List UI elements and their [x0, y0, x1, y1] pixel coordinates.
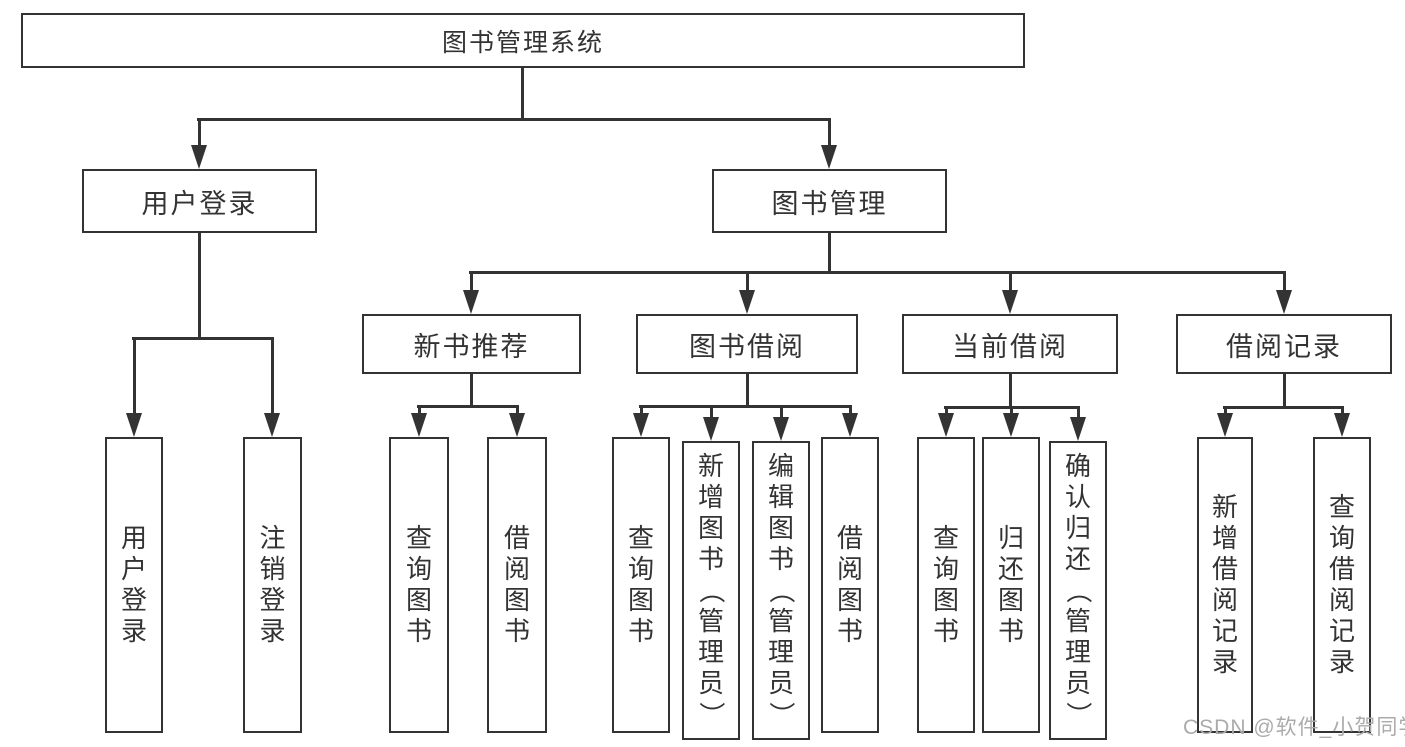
- leaf-confirm-return-admin-label: 确认归还（管理员）: [1063, 451, 1094, 728]
- connector-level1-branch: [197, 118, 831, 121]
- connector-to-borrowing-records: [1283, 271, 1286, 291]
- leaf-query-books-label: 查询图书: [405, 523, 432, 646]
- connector-to-leaf-logout: [271, 337, 274, 413]
- arrow-head-leaf-logout: [264, 413, 280, 437]
- connector-to-leaf-query-books-3: [945, 406, 948, 414]
- leaf-query-borrow-record-label: 查询借阅记录: [1328, 492, 1355, 677]
- connector-user-login-stem: [198, 233, 201, 337]
- node-current-borrowing: 当前借阅: [902, 314, 1118, 374]
- connector-new-book-stem: [470, 374, 473, 405]
- arrow-head-borrowing-records: [1276, 290, 1292, 314]
- leaf-logout-label: 注销登录: [259, 523, 286, 646]
- arrow-head-leaf-query-borrow-record: [1334, 413, 1350, 437]
- leaf-confirm-return-admin: 确认归还（管理员）: [1049, 441, 1107, 740]
- connector-to-leaf-user-login: [133, 337, 136, 413]
- connector-book-borrowing-branch: [639, 405, 852, 408]
- leaf-query-borrow-record: 查询借阅记录: [1313, 437, 1371, 733]
- leaf-edit-books-admin-label: 编辑图书（管理员）: [766, 451, 797, 728]
- arrow-head-leaf-edit-books: [773, 417, 789, 441]
- csdn-watermark: CSDN @软件_小贺同学: [1183, 716, 1405, 739]
- leaf-return-books-label: 归还图书: [997, 523, 1024, 646]
- arrow-head-leaf-user-login: [126, 413, 142, 437]
- node-book-management: 图书管理: [712, 169, 947, 233]
- connector-to-user-login: [198, 118, 201, 146]
- connector-to-leaf-confirm-return: [1077, 406, 1080, 417]
- connector-to-leaf-add-books: [710, 405, 713, 417]
- leaf-user-login-label: 用户登录: [120, 523, 147, 646]
- leaf-query-books-3: 查询图书: [917, 437, 975, 733]
- connector-borrowing-records-stem: [1283, 374, 1286, 406]
- node-user-login: 用户登录: [82, 169, 317, 233]
- leaf-query-books: 查询图书: [389, 437, 449, 733]
- leaf-user-login: 用户登录: [105, 437, 163, 733]
- node-book-borrowing: 图书借阅: [636, 314, 858, 374]
- leaf-query-books-3-label: 查询图书: [932, 523, 959, 646]
- arrow-head-book-borrowing: [739, 290, 755, 314]
- connector-user-login-branch: [132, 337, 274, 340]
- connector-to-leaf-query-books-2: [640, 405, 643, 414]
- leaf-query-books-2: 查询图书: [612, 437, 670, 733]
- leaf-edit-books-admin: 编辑图书（管理员）: [752, 441, 810, 740]
- connector-to-leaf-borrow-books-2: [849, 405, 852, 414]
- connector-book-borrowing-stem: [746, 374, 749, 405]
- arrow-head-leaf-add-borrow-record: [1217, 413, 1233, 437]
- arrow-head-leaf-return-books: [1003, 413, 1019, 437]
- connector-level2-branch: [469, 271, 1286, 274]
- arrow-head-user-login: [191, 145, 207, 169]
- connector-to-book-management: [828, 118, 831, 146]
- node-new-book-recommendation: 新书推荐: [362, 314, 581, 374]
- connector-current-borrowing-stem: [1009, 374, 1012, 406]
- connector-to-leaf-query-books: [418, 405, 421, 414]
- leaf-borrow-books-label: 借阅图书: [503, 523, 530, 646]
- connector-new-book-branch: [417, 405, 519, 408]
- leaf-add-books-admin: 新增图书（管理员）: [682, 441, 740, 740]
- arrow-head-leaf-query-books-3: [938, 413, 954, 437]
- connector-to-leaf-return-books: [1010, 406, 1013, 414]
- arrow-head-leaf-borrow-books: [509, 413, 525, 437]
- arrow-head-leaf-add-books: [703, 417, 719, 441]
- connector-to-leaf-edit-books: [780, 405, 783, 417]
- leaf-add-borrow-record-label: 新增借阅记录: [1211, 492, 1238, 677]
- arrow-head-book-management: [821, 145, 837, 169]
- connector-root-stem: [521, 68, 524, 118]
- arrow-head-leaf-confirm-return: [1070, 417, 1086, 441]
- arrow-head-leaf-borrow-books-2: [842, 413, 858, 437]
- arrow-head-current-borrowing: [1002, 290, 1018, 314]
- connector-to-current-borrowing: [1009, 271, 1012, 291]
- root-node-library-management-system: 图书管理系统: [21, 13, 1025, 68]
- leaf-return-books: 归还图书: [982, 437, 1040, 733]
- leaf-borrow-books: 借阅图书: [487, 437, 547, 733]
- leaf-query-books-2-label: 查询图书: [627, 523, 654, 646]
- connector-book-management-stem: [828, 233, 831, 271]
- connector-borrowing-records-branch: [1223, 406, 1344, 409]
- leaf-add-borrow-record: 新增借阅记录: [1197, 437, 1253, 733]
- arrow-head-leaf-query-books-2: [633, 413, 649, 437]
- connector-to-leaf-add-borrow-record: [1224, 406, 1227, 414]
- connector-to-book-borrowing: [746, 271, 749, 291]
- node-borrowing-records: 借阅记录: [1176, 314, 1392, 374]
- leaf-add-books-admin-label: 新增图书（管理员）: [696, 451, 727, 728]
- connector-to-new-book-recommendation: [470, 271, 473, 291]
- leaf-borrow-books-2: 借阅图书: [821, 437, 879, 733]
- leaf-logout: 注销登录: [243, 437, 302, 733]
- arrow-head-leaf-query-books: [411, 413, 427, 437]
- connector-to-leaf-query-borrow-record: [1341, 406, 1344, 414]
- arrow-head-new-book-recommendation: [463, 290, 479, 314]
- connector-to-leaf-borrow-books: [516, 405, 519, 414]
- leaf-borrow-books-2-label: 借阅图书: [836, 523, 863, 646]
